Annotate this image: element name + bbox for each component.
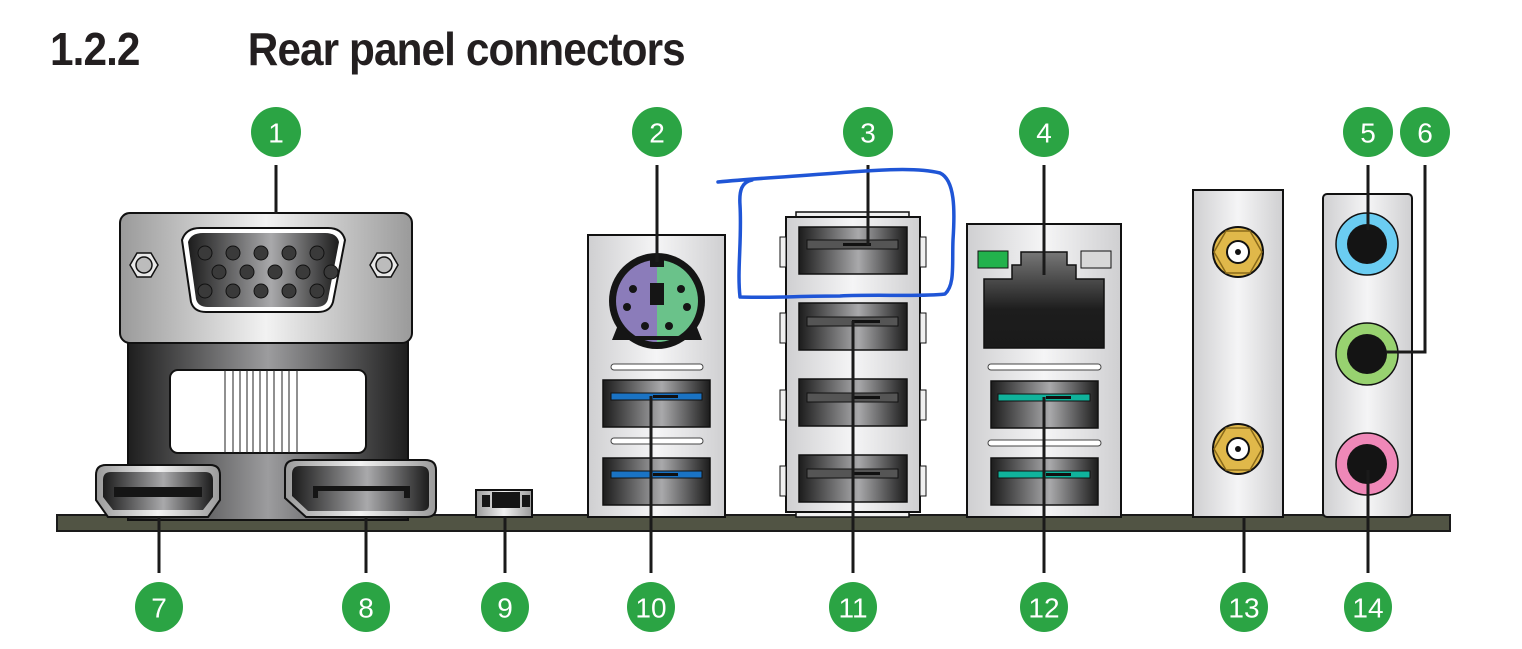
callout-badge-11: 11: [829, 582, 877, 632]
audio-jack-line-in: [1335, 212, 1399, 276]
callout-badge-3: 3: [843, 107, 893, 157]
callout-badge-circle: [843, 107, 893, 157]
vga-screw-right: [369, 252, 399, 278]
callout-badge-circle: [1020, 582, 1068, 632]
callouts-bottom: 7 8 9 10 11 12 13 14: [135, 582, 1392, 632]
callout-badge-circle: [1344, 582, 1392, 632]
callout-badge-label: 14: [1352, 593, 1383, 624]
callout-badge-9: 9: [481, 582, 529, 632]
callout-badge-label: 11: [838, 593, 867, 624]
callout-badge-circle: [1343, 107, 1393, 157]
callout-badge-circle: [627, 582, 675, 632]
callout-badge-label: 10: [635, 593, 666, 624]
callout-badge-5: 5: [1343, 107, 1393, 157]
usb3-port-bottom: [602, 457, 711, 506]
callouts-top: 1 2 3 4 5 6: [251, 107, 1450, 157]
small-connector: [475, 489, 533, 518]
antenna-connector-bottom: [1212, 423, 1264, 475]
callout-badge-13: 13: [1220, 582, 1268, 632]
callout-badge-6: 6: [1400, 107, 1450, 157]
antenna-connector-top: [1212, 226, 1264, 278]
callout-badge-14: 14: [1344, 582, 1392, 632]
callout-badge-7: 7: [135, 582, 183, 632]
leader-lines: [157, 165, 1427, 573]
section-number: 1.2.2: [50, 23, 140, 75]
callout-badge-circle: [251, 107, 301, 157]
ps2-usb3-panel: [587, 234, 726, 518]
callout-badge-label: 8: [358, 593, 374, 624]
callout-badge-circle: [1019, 107, 1069, 157]
callout-badge-label: 3: [860, 118, 876, 149]
leader-6: [1386, 165, 1427, 354]
callout-badge-circle: [632, 107, 682, 157]
usb3-port-top: [602, 379, 711, 428]
annotation-highlight: [716, 167, 956, 300]
callout-badge-8: 8: [342, 582, 390, 632]
callout-badge-circle: [135, 582, 183, 632]
callout-badge-label: 4: [1036, 118, 1052, 149]
displayport-port: [284, 459, 437, 518]
callout-badge-label: 2: [649, 118, 665, 149]
hdmi-port: [95, 464, 221, 518]
section-heading: 1.2.2 Rear panel connectors: [50, 22, 686, 76]
usb2-port-1: [798, 226, 908, 275]
ps2-port: [609, 253, 705, 349]
wifi-antenna-panel: [1192, 189, 1284, 518]
callout-badge-circle: [1400, 107, 1450, 157]
callout-badge-label: 13: [1228, 593, 1259, 624]
callout-badge-label: 1: [268, 118, 284, 149]
callout-badge-label: 12: [1028, 593, 1059, 624]
callout-badge-2: 2: [632, 107, 682, 157]
vga-screw-left: [129, 252, 159, 278]
callout-badge-12: 12: [1020, 582, 1068, 632]
callout-badge-circle: [829, 582, 877, 632]
callout-badge-label: 7: [151, 593, 167, 624]
section-title: Rear panel connectors: [247, 23, 686, 75]
audio-jack-line-out: [1335, 322, 1399, 386]
callout-badge-label: 5: [1360, 118, 1376, 149]
callout-badge-circle: [342, 582, 390, 632]
callout-badge-10: 10: [627, 582, 675, 632]
callout-badge-label: 6: [1417, 118, 1433, 149]
callout-badge-circle: [1220, 582, 1268, 632]
vga-pins: [197, 245, 339, 299]
lan-port: [977, 250, 1112, 349]
callout-badge-4: 4: [1019, 107, 1069, 157]
callout-badge-label: 9: [497, 593, 513, 624]
audio-panel: [1322, 193, 1413, 518]
callout-badge-1: 1: [251, 107, 301, 157]
usb2-stack: [779, 211, 927, 518]
callout-badge-circle: [481, 582, 529, 632]
audio-jack-mic: [1335, 432, 1399, 496]
